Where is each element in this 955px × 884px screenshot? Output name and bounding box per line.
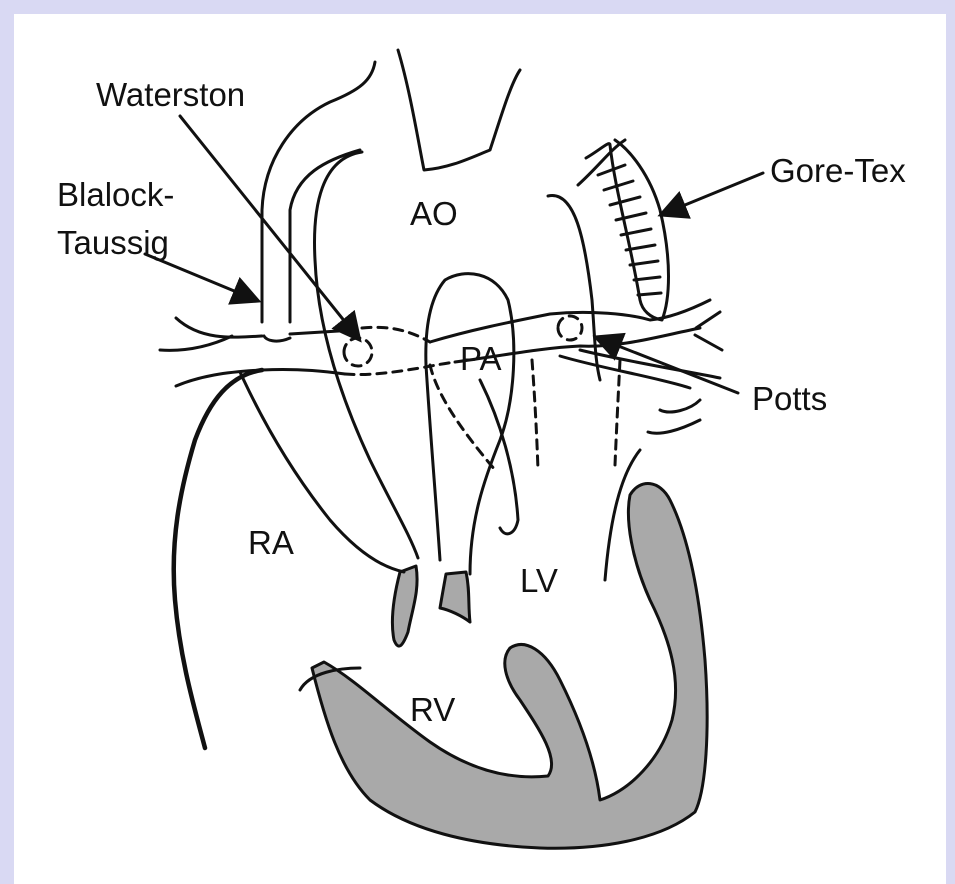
label-ra: RA (248, 524, 294, 561)
frame-right-band (946, 0, 955, 884)
label-potts: Potts (752, 380, 827, 417)
diagram-background (14, 14, 946, 884)
label-lv: LV (520, 562, 558, 599)
label-rv: RV (410, 691, 455, 728)
frame-top-band (0, 0, 955, 14)
label-gore-tex: Gore-Tex (770, 152, 906, 189)
label-pa: PA (460, 340, 502, 377)
label-ao: AO (410, 195, 458, 232)
frame-left-band (0, 0, 14, 884)
label-blalock-line2: Taussig (57, 224, 169, 261)
label-waterston: Waterston (96, 76, 245, 113)
label-blalock-line1: Blalock- (57, 176, 174, 213)
